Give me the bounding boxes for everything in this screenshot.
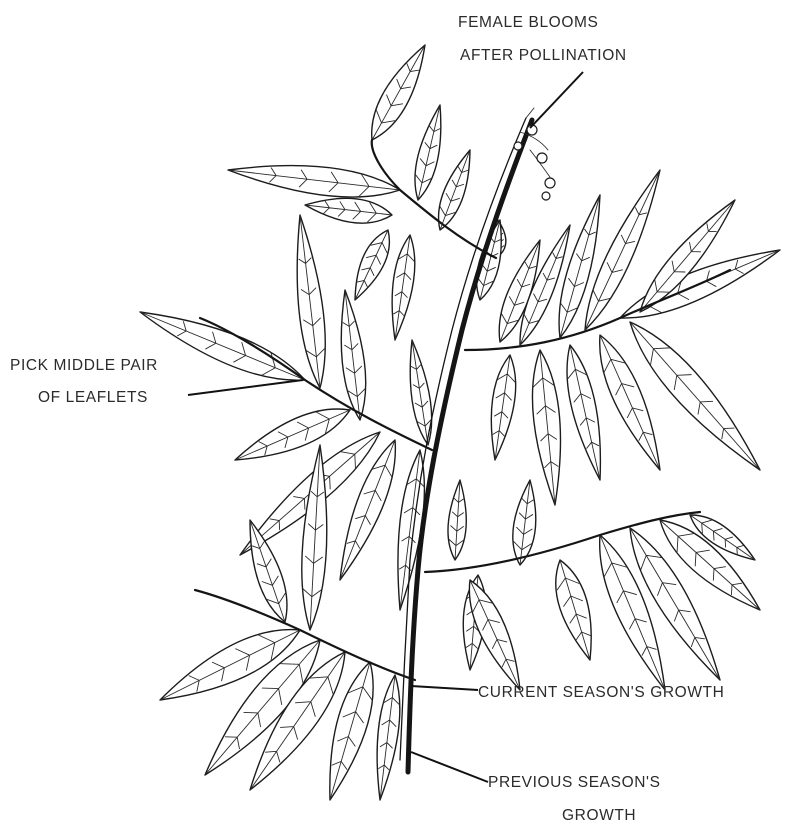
leaflet	[297, 215, 325, 388]
label-current-season-growth: CURRENT SEASON'S GROWTH	[478, 685, 724, 701]
leaflet	[513, 480, 536, 565]
leader-current-growth	[411, 686, 478, 690]
leaflet	[228, 166, 400, 197]
leaflet	[491, 355, 515, 460]
label-previous-season-growth-line2: GROWTH	[562, 808, 636, 824]
leaflet	[341, 290, 365, 420]
label-previous-season-growth-line1: PREVIOUS SEASON'S	[488, 775, 661, 791]
leaflet	[377, 675, 400, 800]
label-female-blooms-line1: FEMALE BLOOMS	[458, 15, 598, 31]
label-pick-middle-line2: OF LEAFLETS	[38, 390, 148, 406]
leader-female-blooms	[530, 72, 583, 128]
leader-previous-growth	[411, 752, 488, 782]
leader-pick-middle	[188, 380, 303, 395]
label-female-blooms-line2: AFTER POLLINATION	[460, 48, 627, 64]
leaflet-midrib	[140, 312, 305, 380]
leaflet-midrib	[235, 410, 350, 460]
leaflet-midrib	[372, 45, 425, 140]
label-pick-middle-line1: PICK MIDDLE PAIR	[10, 358, 158, 374]
leaflet	[305, 198, 392, 223]
leaflet	[302, 445, 327, 630]
leaflet	[392, 235, 415, 340]
leaflet	[532, 350, 560, 505]
leaflet	[410, 340, 431, 445]
